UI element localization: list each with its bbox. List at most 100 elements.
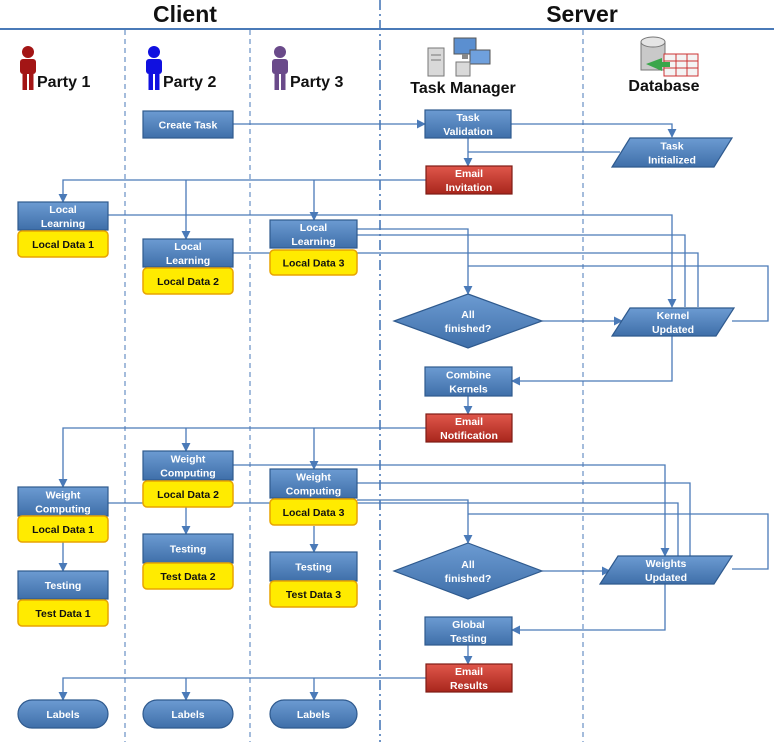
node-label: Computing (35, 504, 90, 516)
node-label: Labels (171, 709, 204, 721)
node-label: Learning (166, 255, 210, 267)
connector-weights-loop (468, 513, 769, 570)
lane-separators (124, 30, 584, 742)
node-label: Weight (296, 472, 331, 484)
node-label: Notification (440, 430, 498, 442)
node-label: Local (300, 222, 328, 234)
node-label: Results (450, 680, 488, 692)
node-shape (142, 699, 234, 729)
node-p1-weight-data: Local Data 1 (17, 515, 109, 543)
lane-party2: Party 2 (146, 46, 216, 91)
node-p2-weight-data: Local Data 2 (142, 480, 234, 508)
connector-p3-to-finished-2 (357, 499, 473, 544)
node-shape (142, 480, 234, 508)
node-label: Email (455, 416, 483, 428)
party1-person-icon (20, 46, 36, 90)
node-label: Email (455, 666, 483, 678)
node-shape (17, 230, 109, 258)
node-label: Weights (646, 558, 687, 570)
node-shape (142, 267, 234, 295)
node-label: Local Data 1 (32, 524, 94, 536)
node-label: Weight (171, 454, 206, 466)
node-p2-testing: Testing (142, 533, 234, 564)
node-shape (269, 498, 358, 526)
party3-person-icon (272, 46, 288, 90)
node-label: Test Data 2 (160, 571, 215, 583)
node-shape (17, 486, 109, 517)
connector-results-to-p1-labels (58, 677, 426, 701)
node-label: Create Task (159, 120, 218, 132)
node-shape (392, 542, 544, 600)
party2-person-icon (146, 46, 162, 90)
node-shape (610, 307, 736, 337)
node-shape (392, 293, 544, 349)
node-shape (17, 201, 109, 231)
node-label: Initialized (648, 155, 696, 167)
flow-nodes: Create Task TaskValidationTaskInitialized… (17, 109, 736, 729)
node-p1-testing: Testing (17, 570, 109, 600)
lane-task-manager: Task Manager (410, 37, 516, 97)
node-label: Local Data 3 (283, 258, 345, 270)
node-label: finished? (445, 573, 492, 585)
node-shape (425, 413, 513, 443)
connector-validation-to-initialized (511, 123, 677, 138)
node-p1-test-data: Test Data 1 (17, 599, 109, 627)
node-label: Labels (46, 709, 79, 721)
node-label: All (461, 309, 475, 321)
node-label: Testing (45, 580, 82, 592)
node-shape (424, 109, 512, 139)
node-label: Testing (170, 544, 207, 556)
connector-invitation-to-p1 (58, 179, 426, 203)
node-shape (269, 468, 358, 499)
connectors (58, 119, 769, 701)
node-shape (142, 533, 234, 564)
node-label: Learning (41, 218, 85, 230)
node-label: Kernels (449, 384, 488, 396)
node-label: Local Data 1 (32, 239, 94, 251)
node-all-finished-2: All finished? (392, 542, 544, 600)
node-label: Kernel (657, 310, 690, 322)
node-label: Computing (160, 468, 215, 480)
lane-party1: Party 1 (20, 46, 90, 91)
node-create-task: Create Task (142, 110, 234, 139)
connector-p3-weight-to-weights (357, 482, 691, 556)
node-label: Computing (286, 486, 341, 498)
node-shape (142, 110, 234, 139)
node-shape (17, 599, 109, 627)
node-label: All (461, 559, 475, 571)
node-label: Global (452, 619, 485, 631)
node-label: Local (49, 204, 77, 216)
node-shape (142, 450, 234, 481)
node-label: Local (174, 241, 202, 253)
node-p2-local-data: Local Data 2 (142, 267, 234, 295)
connector-kernel-loop (468, 265, 769, 322)
connector-kernel-to-combine (511, 335, 673, 386)
connector-weights-to-global (511, 584, 666, 635)
node-shape (142, 238, 234, 268)
node-shape (269, 580, 358, 608)
connector-p2-weight-to-weights (233, 464, 670, 557)
node-label: Local Data 2 (157, 276, 219, 288)
database-label: Database (628, 78, 699, 95)
node-label: Labels (297, 709, 330, 721)
party2-label: Party 2 (163, 74, 216, 91)
node-label: Weight (46, 490, 81, 502)
task-manager-label: Task Manager (410, 80, 516, 97)
node-label: Updated (645, 572, 687, 584)
node-shape (424, 366, 513, 397)
node-shape (610, 137, 734, 168)
connector-p3-learning-to-kernel (357, 234, 686, 307)
node-p3-local-data: Local Data 3 (269, 249, 358, 276)
node-p1-labels: Labels (17, 699, 109, 729)
